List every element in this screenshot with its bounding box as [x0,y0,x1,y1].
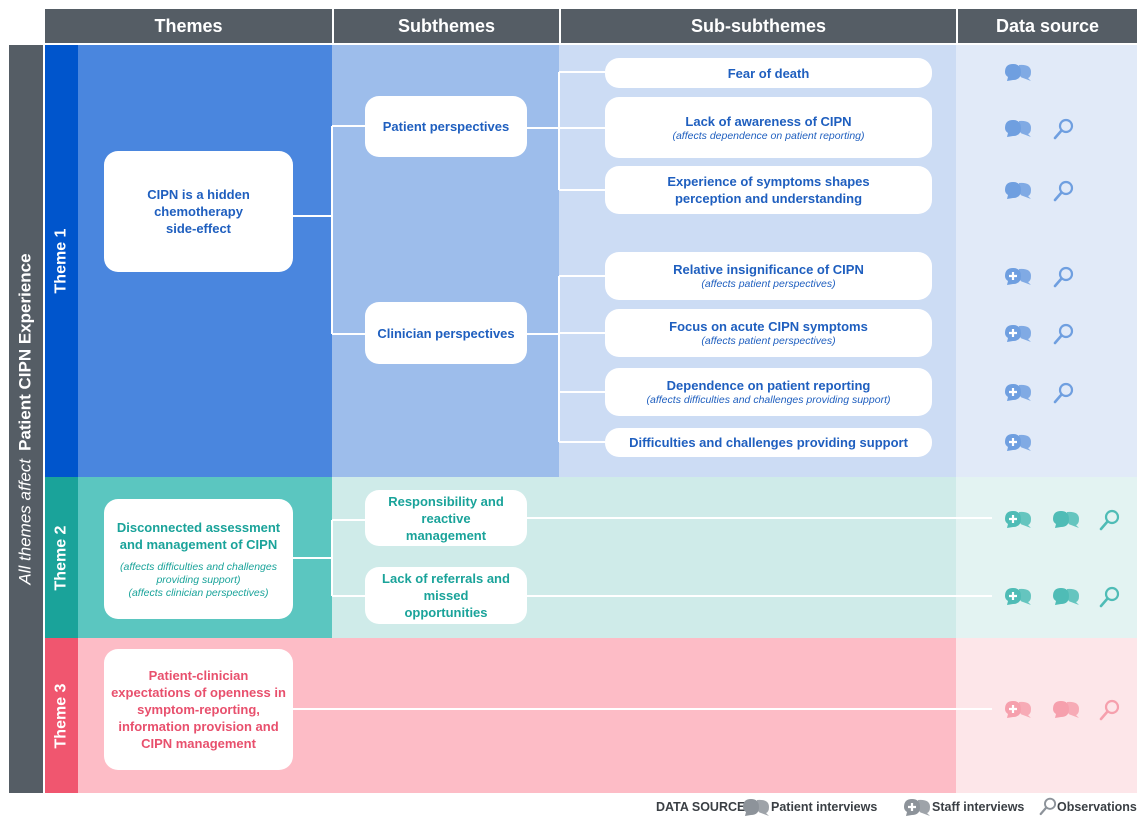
subsubtheme-1: Fear of death [605,58,932,88]
legend-title: DATA SOURCE [656,800,746,814]
subsubtheme-6: Dependence on patient reporting (affects… [605,368,932,416]
subsubtheme-title: Lack of awareness of CIPN [685,113,852,129]
theme1-theme-box: CIPN is a hidden chemotherapy side-effec… [104,151,293,272]
subsubtheme-title: Fear of death [727,65,810,81]
theme3-label-bar: Theme 3 [45,638,78,793]
subtheme-text: Lack of referrals and missed opportuniti… [382,571,510,620]
subsubtheme-7: Difficulties and challenges providing su… [605,428,932,457]
subtheme-text: Clinician perspectives [377,325,515,341]
side-bar: All themes affectPatient CIPN Experience [9,45,43,793]
header-subthemes: Subthemes [334,9,559,43]
theme3-theme-text: Patient-clinician expectations of openne… [111,668,286,751]
subtheme-text: Responsibility and reactive management [388,493,504,543]
legend-observations-label: Observations [1057,800,1137,814]
subsubtheme-3: Experience of symptoms shapes perception… [605,166,932,214]
legend-observations-icon [1039,797,1058,821]
subtheme-clinician-perspectives: Clinician perspectives [365,302,527,364]
subsubtheme-note: (affects patient perspectives) [701,278,836,290]
subsubtheme-note: (affects dependence on patient reporting… [672,129,865,142]
theme2-label-bar: Theme 2 [45,477,78,638]
theme2-theme-note: (affects difficulties and challenges pro… [119,560,277,586]
theme2-theme-box: Disconnected assessment and management o… [104,499,293,619]
subsubtheme-note: (affects patient perspectives) [701,335,836,347]
subsubtheme-5: Focus on acute CIPN symptoms (affects pa… [605,309,932,357]
theme2-theme-text: Disconnected assessment and management o… [116,519,281,552]
subtheme-patient-perspectives: Patient perspectives [365,96,527,157]
legend-patient-icon [741,797,771,822]
theme2-col4 [956,477,1137,638]
subsubtheme-title: Dependence on patient reporting [666,378,871,393]
legend-staff-icon [902,797,932,822]
subtheme-lack-of-referrals: Lack of referrals and missed opportuniti… [365,567,527,624]
subsubtheme-note: (affects difficulties and challenges pro… [646,394,891,406]
subsubtheme-4: Relative insignificance of CIPN (affects… [605,252,932,300]
subtheme-text: Patient perspectives [382,119,510,134]
header-datasource: Data source [958,9,1137,43]
subsubtheme-title: Relative insignificance of CIPN [673,262,864,277]
theme1-col4 [956,45,1137,477]
subtheme-responsibility: Responsibility and reactive management [365,490,527,546]
subsubtheme-title: Experience of symptoms shapes perception… [667,174,870,206]
subsubtheme-title: Focus on acute CIPN symptoms [669,319,868,334]
theme3-theme-box: Patient-clinician expectations of openne… [104,649,293,770]
header-themes: Themes [45,9,332,43]
theme2-theme-note: (affects clinician perspectives) [128,586,269,599]
legend-patient-label: Patient interviews [771,800,878,814]
header-subsubthemes: Sub-subthemes [561,9,956,43]
subsubtheme-title: Difficulties and challenges providing su… [629,435,908,450]
legend-staff-label: Staff interviews [932,800,1025,814]
subsubtheme-2: Lack of awareness of CIPN (affects depen… [605,97,932,158]
theme1-theme-text: CIPN is a hidden chemotherapy side-effec… [147,187,250,236]
theme1-label-bar: Theme 1 [45,45,78,477]
